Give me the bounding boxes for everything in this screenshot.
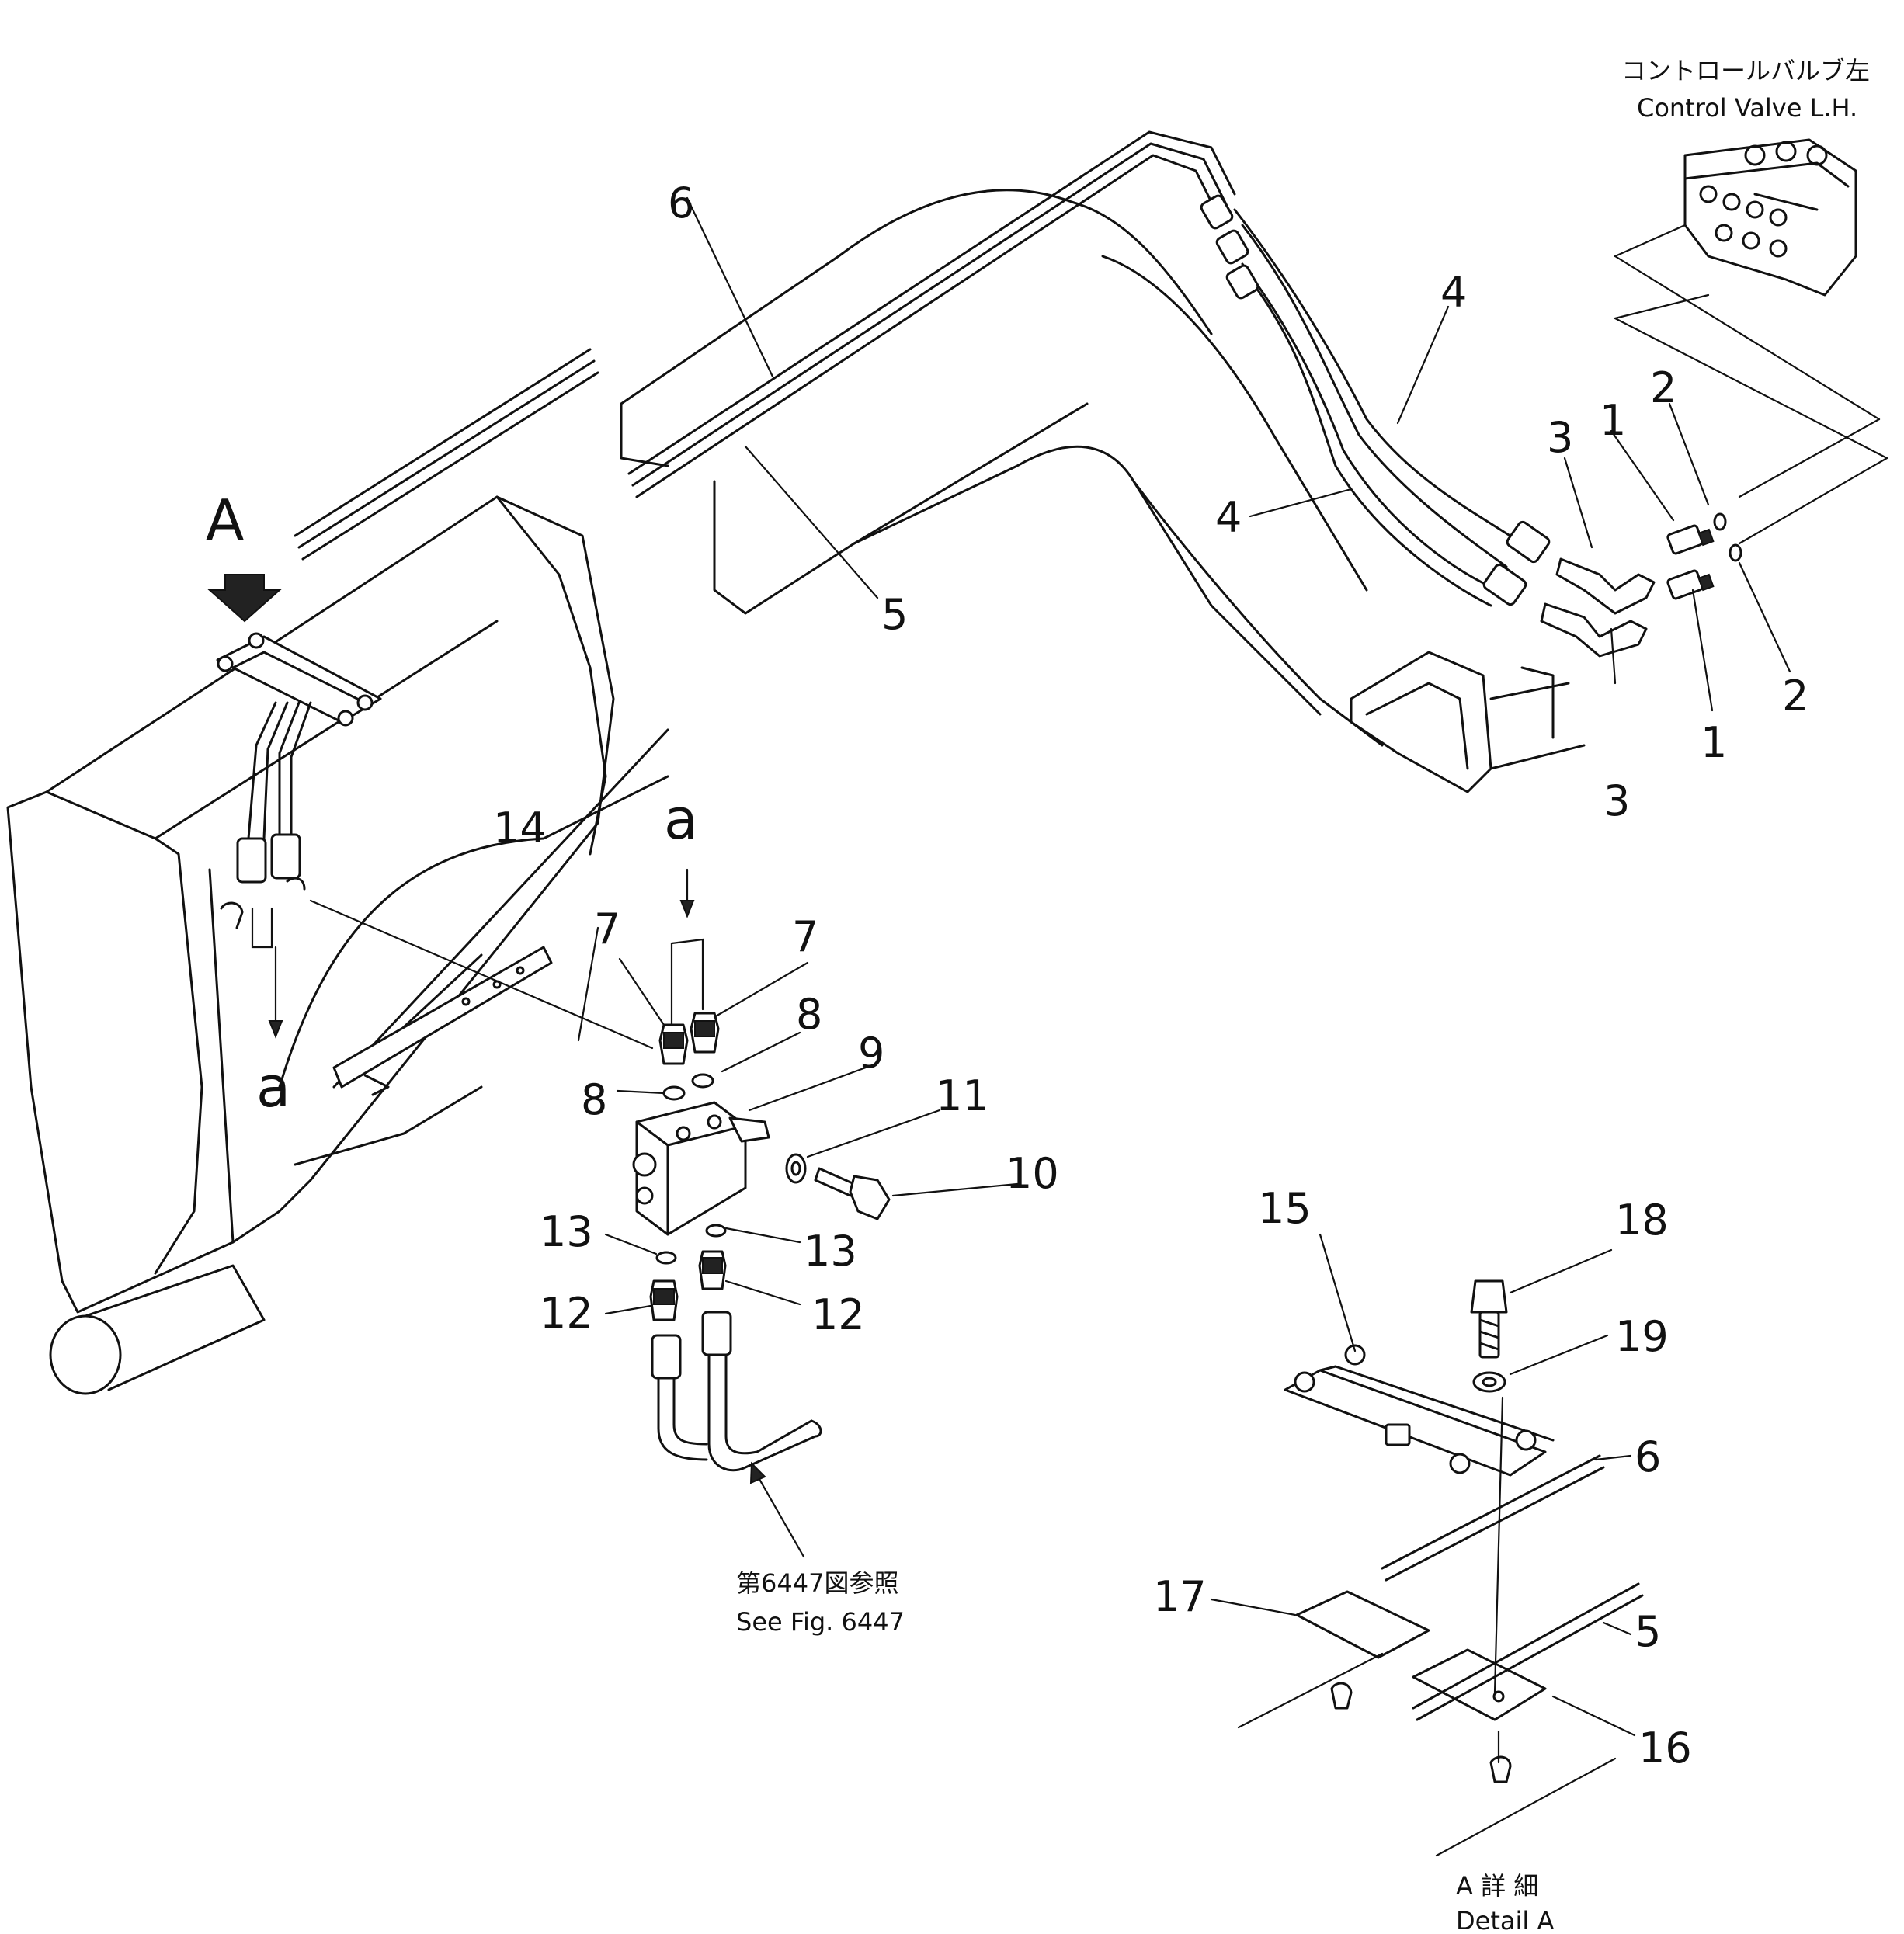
- valve-block-group: [268, 868, 891, 1472]
- callout-11: 11: [936, 1071, 989, 1120]
- detail-a-label-en: Detail A: [1456, 1906, 1554, 1934]
- callout-3-bottom: 3: [1603, 776, 1630, 825]
- callout-4-lower: 4: [1215, 493, 1242, 542]
- callout-1-top: 1: [1600, 396, 1626, 445]
- callout-6-detail: 6: [1635, 1432, 1661, 1481]
- callout-6-main: 6: [668, 179, 694, 227]
- arrow-a-label-left: a: [256, 1054, 290, 1120]
- callout-10: 10: [1006, 1149, 1059, 1198]
- pipe-assembly-5-6: [294, 130, 1236, 561]
- callout-1-bottom: 1: [1701, 718, 1727, 767]
- callout-7-left: 7: [594, 905, 620, 953]
- callout-13-left: 13: [540, 1207, 593, 1256]
- callout-14: 14: [493, 804, 547, 852]
- callout-19: 19: [1615, 1312, 1669, 1361]
- callout-18: 18: [1615, 1196, 1669, 1245]
- callout-5-main: 5: [881, 590, 908, 639]
- arrow-a-label-top: a: [664, 786, 698, 852]
- machine-frame: [6, 189, 1586, 1395]
- callout-16: 16: [1638, 1724, 1692, 1773]
- hose-4: [1200, 194, 1551, 607]
- view-a-arrow: [207, 574, 282, 623]
- control-valve-lh: [1614, 138, 1888, 545]
- see-fig-label-en: See Fig. 6447: [736, 1607, 905, 1637]
- callout-9: 9: [858, 1029, 884, 1078]
- control-valve-label-en: Control Valve L.H.: [1637, 93, 1857, 123]
- callout-5-detail: 5: [1635, 1607, 1661, 1656]
- callout-2-top: 2: [1650, 363, 1676, 412]
- callout-8-right: 8: [796, 990, 822, 1039]
- callout-4-upper: 4: [1440, 268, 1467, 317]
- callout-12-right: 12: [811, 1290, 865, 1339]
- callout-2-bottom: 2: [1782, 672, 1808, 720]
- parts-1-2-3: [1540, 512, 1742, 658]
- callout-12-left: 12: [540, 1289, 593, 1338]
- see-fig-label-jp: 第6447図参照: [736, 1568, 898, 1598]
- callout-8-left: 8: [581, 1075, 607, 1124]
- callout-13-right: 13: [804, 1227, 857, 1276]
- callout-7-right: 7: [792, 912, 818, 961]
- detail-a-group: [1237, 1279, 1644, 1857]
- callout-3-top: 3: [1547, 413, 1573, 462]
- clamp-assembly-a: [207, 574, 382, 949]
- callout-15: 15: [1258, 1184, 1312, 1233]
- leader-lines: [577, 196, 1791, 1737]
- text-labels: コントロールバルブ左 Control Valve L.H. 第6447図参照 S…: [206, 56, 1870, 1934]
- view-a-label: A: [206, 488, 244, 553]
- detail-a-label-jp: A 詳 細: [1456, 1871, 1538, 1901]
- control-valve-label-jp: コントロールバルブ左: [1621, 56, 1870, 85]
- callout-17: 17: [1153, 1572, 1207, 1621]
